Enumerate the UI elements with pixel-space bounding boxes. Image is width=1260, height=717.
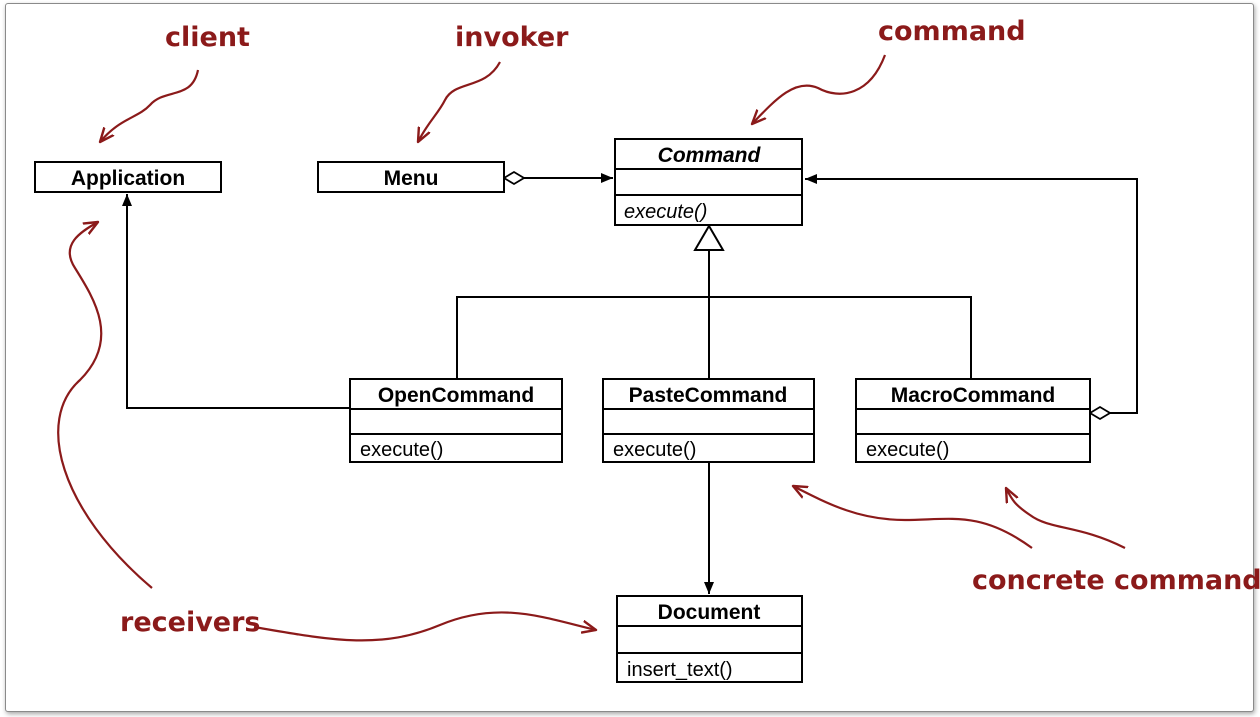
annotation-label: invoker	[455, 22, 569, 53]
inheritance-triangle-icon	[693, 224, 725, 251]
annotation-receivers: receivers	[57, 222, 596, 642]
class-name: MacroCommand	[891, 384, 1056, 407]
annotation-arrow-icon	[752, 54, 887, 124]
class-name: PasteCommand	[629, 384, 788, 407]
class-command: Command execute()	[614, 138, 803, 226]
annotation-label: client	[165, 22, 250, 53]
class-application: Application	[34, 161, 222, 193]
annotation-invoker: invoker	[418, 22, 569, 142]
macro-command-aggregation	[805, 174, 1138, 421]
class-name: Menu	[384, 167, 439, 190]
class-open-command: OpenCommand execute()	[349, 378, 563, 463]
class-name: OpenCommand	[378, 384, 534, 407]
annotation-arrow-icon	[57, 222, 153, 589]
class-operation: execute()	[360, 439, 443, 461]
class-macro-command: MacroCommand execute()	[855, 378, 1091, 463]
menu-command-aggregation	[502, 170, 613, 186]
annotation-command: command	[752, 16, 1026, 124]
annotation-label: receivers	[120, 607, 261, 638]
class-paste-command: PasteCommand execute()	[602, 378, 815, 463]
class-name: Command	[658, 144, 762, 167]
class-name: Application	[71, 167, 185, 190]
class-operation: execute()	[613, 439, 696, 461]
class-operation: execute()	[624, 201, 707, 223]
class-name: Document	[658, 601, 761, 624]
annotation-concrete-commands: concrete commands	[793, 486, 1260, 596]
annotation-client: client	[100, 22, 250, 142]
annotation-arrow-icon	[793, 486, 1033, 549]
class-menu: Menu	[317, 161, 505, 193]
open-command-application-association	[122, 194, 350, 409]
annotation-arrow-icon	[253, 611, 596, 642]
class-operation: execute()	[866, 439, 949, 461]
diagram-frame	[5, 3, 1254, 712]
class-operation: insert_text()	[627, 659, 733, 681]
annotation-arrow-icon	[418, 61, 501, 142]
annotation-label: concrete commands	[972, 565, 1260, 596]
annotation-arrow-icon	[100, 69, 200, 142]
generalization-edges	[456, 224, 972, 378]
class-document: Document insert_text()	[616, 595, 803, 683]
annotation-label: command	[878, 16, 1026, 47]
annotation-arrow-icon	[1006, 488, 1126, 549]
